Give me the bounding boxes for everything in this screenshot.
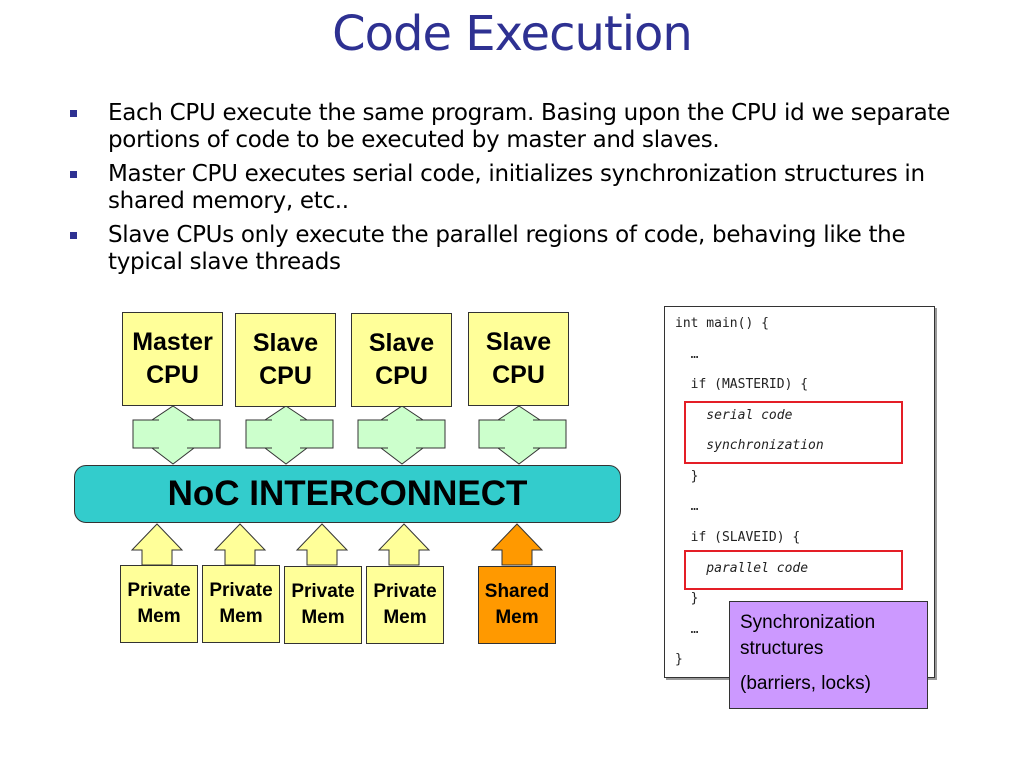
cpu-noc-arrow-1 — [132, 405, 221, 465]
cpu-noc-arrow-4 — [478, 405, 567, 465]
private-mem-box: Private Mem — [120, 565, 198, 643]
mem-noc-arrow-2 — [213, 523, 267, 566]
cpu-noc-arrow-3 — [357, 405, 446, 465]
callout-text: Synchronization structures — [740, 612, 876, 659]
mem-noc-arrow-4 — [377, 523, 431, 566]
bullet-item: Each CPU execute the same program. Basin… — [68, 100, 968, 154]
private-mem-box: Private Mem — [202, 565, 280, 643]
callout-text: (barriers, locks) — [740, 673, 871, 694]
slave-cpu-box: Slave CPU — [235, 313, 336, 407]
code-line: … — [675, 622, 699, 637]
bullet-text: Each CPU execute the same program. Basin… — [108, 100, 950, 153]
bullet-text: Slave CPUs only execute the parallel reg… — [108, 222, 906, 275]
bullet-item: Slave CPUs only execute the parallel reg… — [68, 222, 968, 276]
code-line: } — [675, 469, 699, 484]
code-line: } — [675, 652, 683, 667]
bullet-text: Master CPU executes serial code, initial… — [108, 161, 925, 214]
slave-cpu-box: Slave CPU — [468, 312, 569, 406]
code-line: } — [675, 591, 699, 606]
code-line: … — [675, 499, 699, 514]
mem-noc-arrow-1 — [130, 523, 184, 566]
noc-interconnect: NoC INTERCONNECT — [74, 465, 621, 523]
bullet-item: Master CPU executes serial code, initial… — [68, 161, 968, 215]
code-line: if (SLAVEID) { — [675, 530, 801, 545]
code-line: parallel code — [675, 561, 809, 576]
shared-mem-noc-arrow — [490, 523, 544, 566]
code-line: synchronization — [675, 438, 824, 453]
master-cpu-box: Master CPU — [122, 312, 223, 406]
sync-structures-callout: Synchronization structures (barriers, lo… — [729, 601, 928, 709]
code-line: if (MASTERID) { — [675, 377, 809, 392]
slave-code-highlight — [684, 550, 903, 590]
private-mem-box: Private Mem — [366, 566, 444, 644]
slide-title: Code Execution — [332, 6, 693, 62]
bullet-square-icon — [70, 110, 77, 117]
slave-cpu-box: Slave CPU — [351, 313, 452, 407]
bullet-square-icon — [70, 171, 77, 178]
code-line: int main() { — [675, 316, 769, 331]
bullet-list: Each CPU execute the same program. Basin… — [68, 100, 968, 283]
cpu-noc-arrow-2 — [245, 405, 334, 465]
bullet-square-icon — [70, 232, 77, 239]
mem-noc-arrow-3 — [295, 523, 349, 566]
code-line: … — [675, 347, 699, 362]
private-mem-box: Private Mem — [284, 566, 362, 644]
master-code-highlight — [684, 401, 903, 464]
code-line: serial code — [675, 408, 793, 423]
shared-mem-box: Shared Mem — [478, 566, 556, 644]
